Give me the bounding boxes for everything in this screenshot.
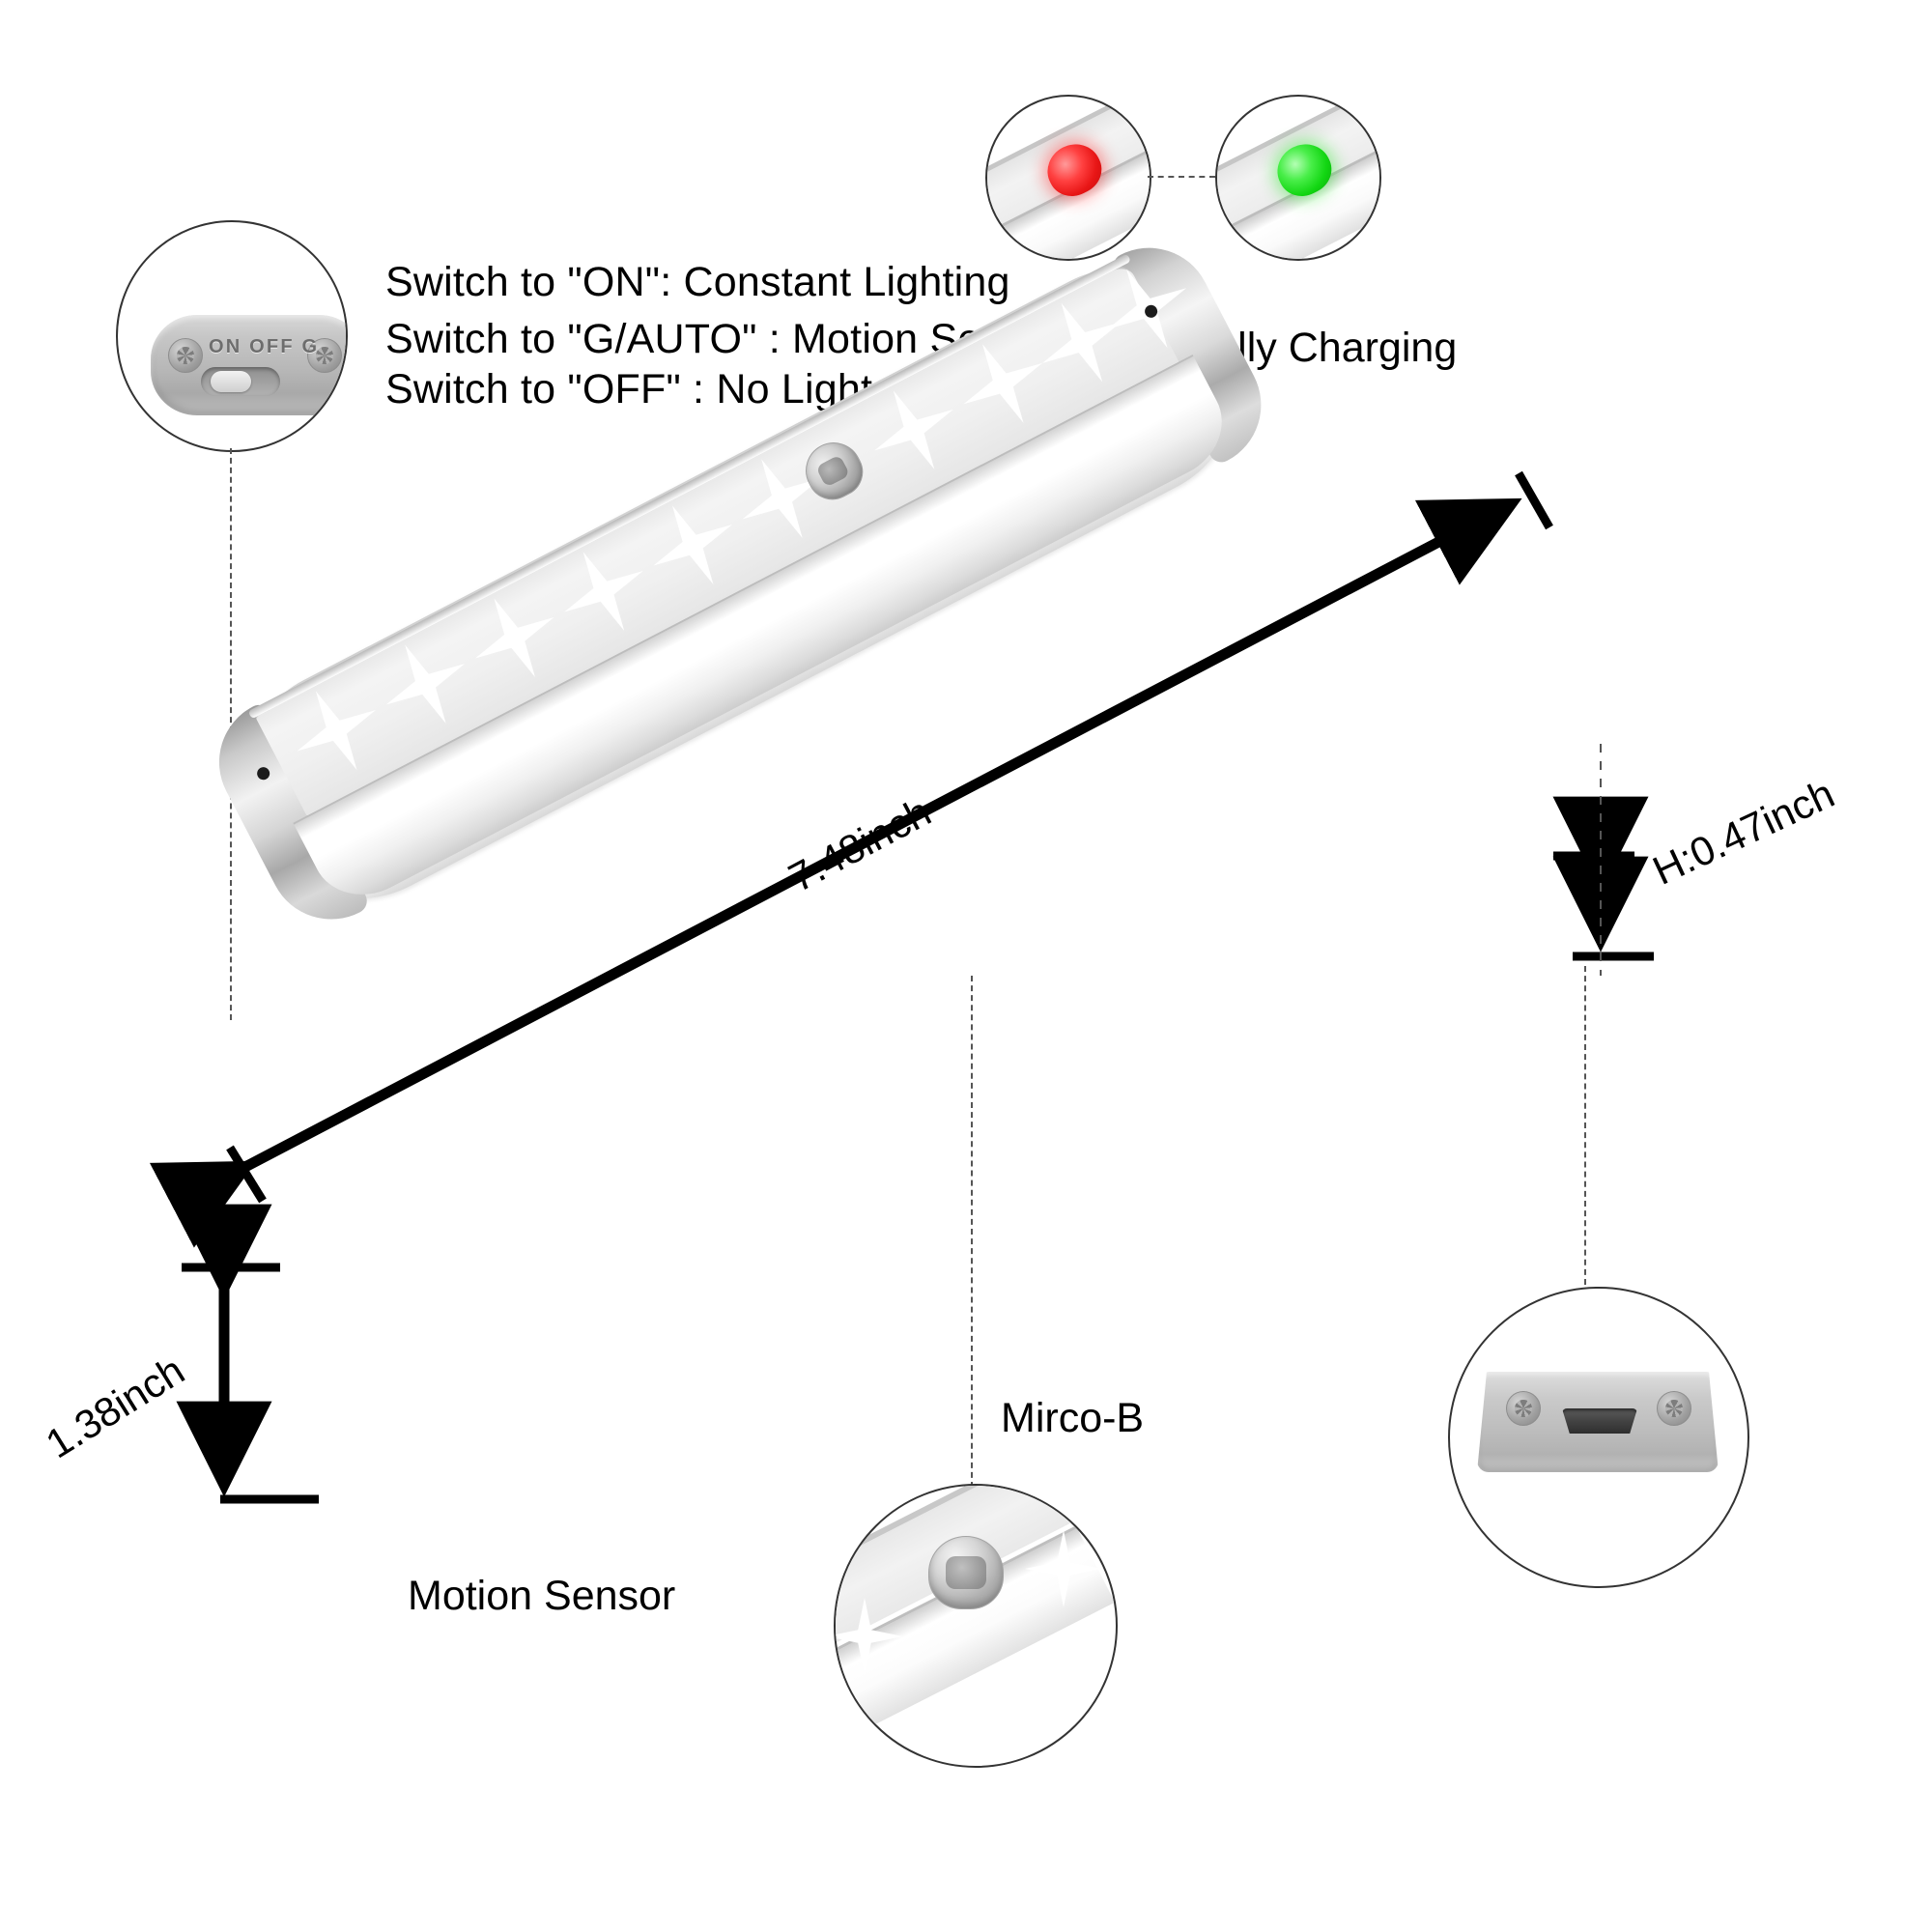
strip-green [1217,97,1379,259]
width-dimension-label: 1.38inch [38,1347,192,1467]
leader-motion-sensor [971,976,973,1488]
strip-red [987,97,1150,259]
charging-indicator-callout [985,95,1151,261]
motion-sensor-dome-icon [928,1536,1004,1609]
switch-detail-callout: ON OFF G [116,220,348,452]
leader-micro-b [1584,966,1586,1285]
screw-icon-right [1657,1391,1691,1426]
leader-charge-link [1148,176,1215,178]
instruction-line-on: Switch to "ON": Constant Lighting [385,259,1010,305]
length-tick-left [226,1145,267,1204]
length-tick-right [1515,470,1553,530]
motion-sensor-label: Motion Sensor [408,1573,676,1619]
micro-b-port-icon [1562,1408,1637,1434]
micro-b-callout [1448,1287,1749,1588]
instruction-line-off: Switch to "OFF" : No Light [385,366,873,412]
motion-sensor-callout [834,1484,1118,1768]
screw-icon-left [1506,1391,1541,1426]
length-dimension-label: 7.48inch [781,788,939,901]
switch-knob[interactable] [211,371,251,392]
micro-b-label: Mirco-B [1001,1395,1145,1441]
screw-icon-right [307,338,342,373]
height-dimension-label: H:0.47inch [1645,770,1841,894]
switch-markings: ON OFF G [209,336,320,357]
fully-charged-indicator-callout [1215,95,1381,261]
screw-icon-left [168,338,203,373]
